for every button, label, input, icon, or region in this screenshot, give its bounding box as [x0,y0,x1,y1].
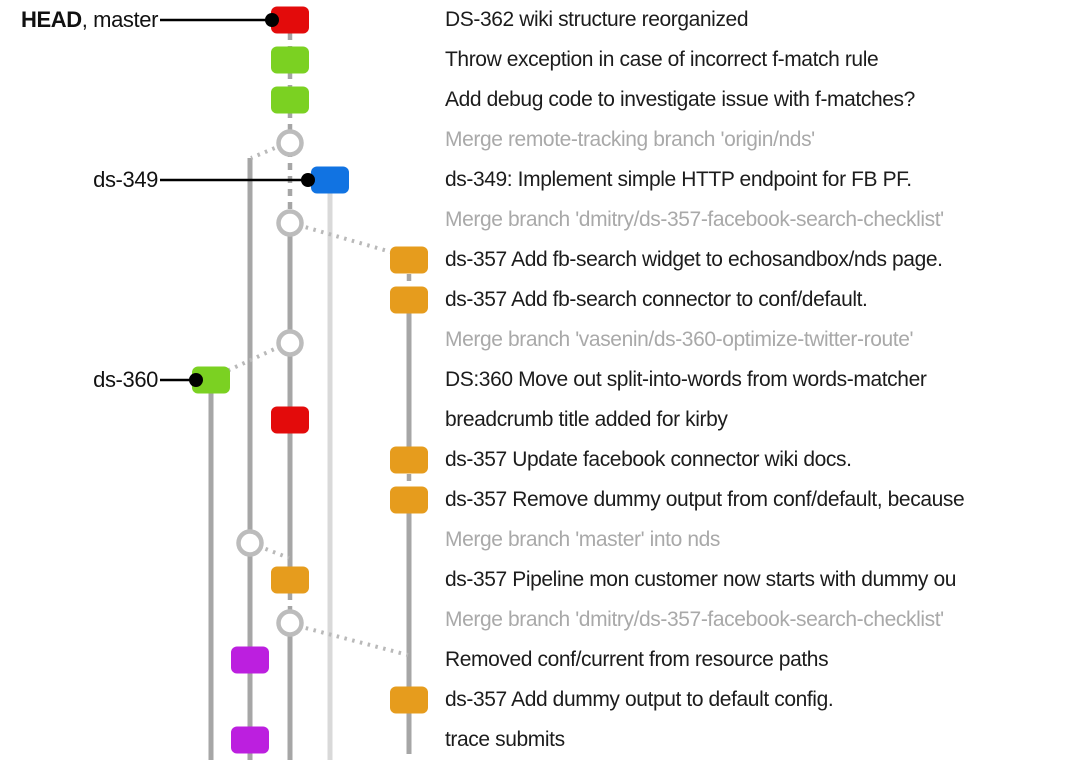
commit-node[interactable] [271,566,309,594]
commit-node[interactable] [390,286,428,314]
commit-message[interactable]: DS:360 Move out split-into-words from wo… [445,368,927,391]
commit-node[interactable] [390,446,428,474]
commit-message[interactable]: ds-357 Update facebook connector wiki do… [445,448,852,471]
commit-message[interactable]: breadcrumb title added for kirby [445,408,728,431]
merge-commit-node[interactable] [276,209,304,237]
commit-message[interactable]: Merge branch 'master' into nds [445,528,720,551]
commit-message[interactable]: DS-362 wiki structure reorganized [445,8,749,31]
commit-node[interactable] [192,366,230,394]
merge-edge-line [297,624,409,657]
branch-pointer-dot [301,173,315,187]
commit-message[interactable]: ds-349: Implement simple HTTP endpoint f… [445,168,912,191]
commit-message[interactable]: ds-357 Remove dummy output from conf/def… [445,488,965,511]
merge-commit-node[interactable] [236,529,264,557]
merge-edge-line [228,344,282,372]
merge-edge-line [250,143,283,160]
commit-node[interactable] [231,646,269,674]
commit-message[interactable]: trace submits [445,728,565,751]
commit-node[interactable] [390,686,428,714]
branch-label-text: ds-349 [93,167,158,192]
commit-message[interactable]: Merge branch 'dmitry/ds-357-facebook-sea… [445,608,944,631]
commit-message[interactable]: Merge branch 'vasenin/ds-360-optimize-tw… [445,328,914,351]
branch-label[interactable]: ds-349 [0,160,158,200]
merge-edge-line [257,544,290,560]
branch-label[interactable]: HEAD, master [0,0,158,40]
branch-pointer-dot [265,13,279,27]
commit-node[interactable] [390,486,428,514]
commit-node[interactable] [271,86,309,114]
commit-node[interactable] [311,166,349,194]
branch-pointer-dot [189,373,203,387]
branch-label-text: , master [81,7,159,32]
commit-node[interactable] [271,46,309,74]
commit-message[interactable]: ds-357 Add fb-search connector to conf/d… [445,288,868,311]
branch-label-text: ds-360 [93,367,158,392]
commit-message[interactable]: ds-357 Add dummy output to default confi… [445,688,834,711]
commit-message[interactable]: ds-357 Add fb-search widget to echosandb… [445,248,943,271]
merge-commit-node[interactable] [276,609,304,637]
commit-message[interactable]: Add debug code to investigate issue with… [445,88,915,111]
commit-node[interactable] [390,246,428,274]
commit-node[interactable] [231,726,269,754]
commit-message[interactable]: Removed conf/current from resource paths [445,648,829,671]
commit-message[interactable]: ds-357 Pipeline mon customer now starts … [445,568,957,591]
merge-commit-node[interactable] [276,329,304,357]
branch-label-head: HEAD [20,7,82,32]
branch-label[interactable]: ds-360 [0,360,158,400]
merge-commit-node[interactable] [276,129,304,157]
commit-message[interactable]: Merge branch 'dmitry/ds-357-facebook-sea… [445,208,944,231]
commit-node[interactable] [271,406,309,434]
commit-message[interactable]: Throw exception in case of incorrect f-m… [445,48,879,71]
merge-edge-line [297,223,392,254]
commit-message[interactable]: Merge remote-tracking branch 'origin/nds… [445,128,815,151]
commit-node[interactable] [271,6,309,34]
